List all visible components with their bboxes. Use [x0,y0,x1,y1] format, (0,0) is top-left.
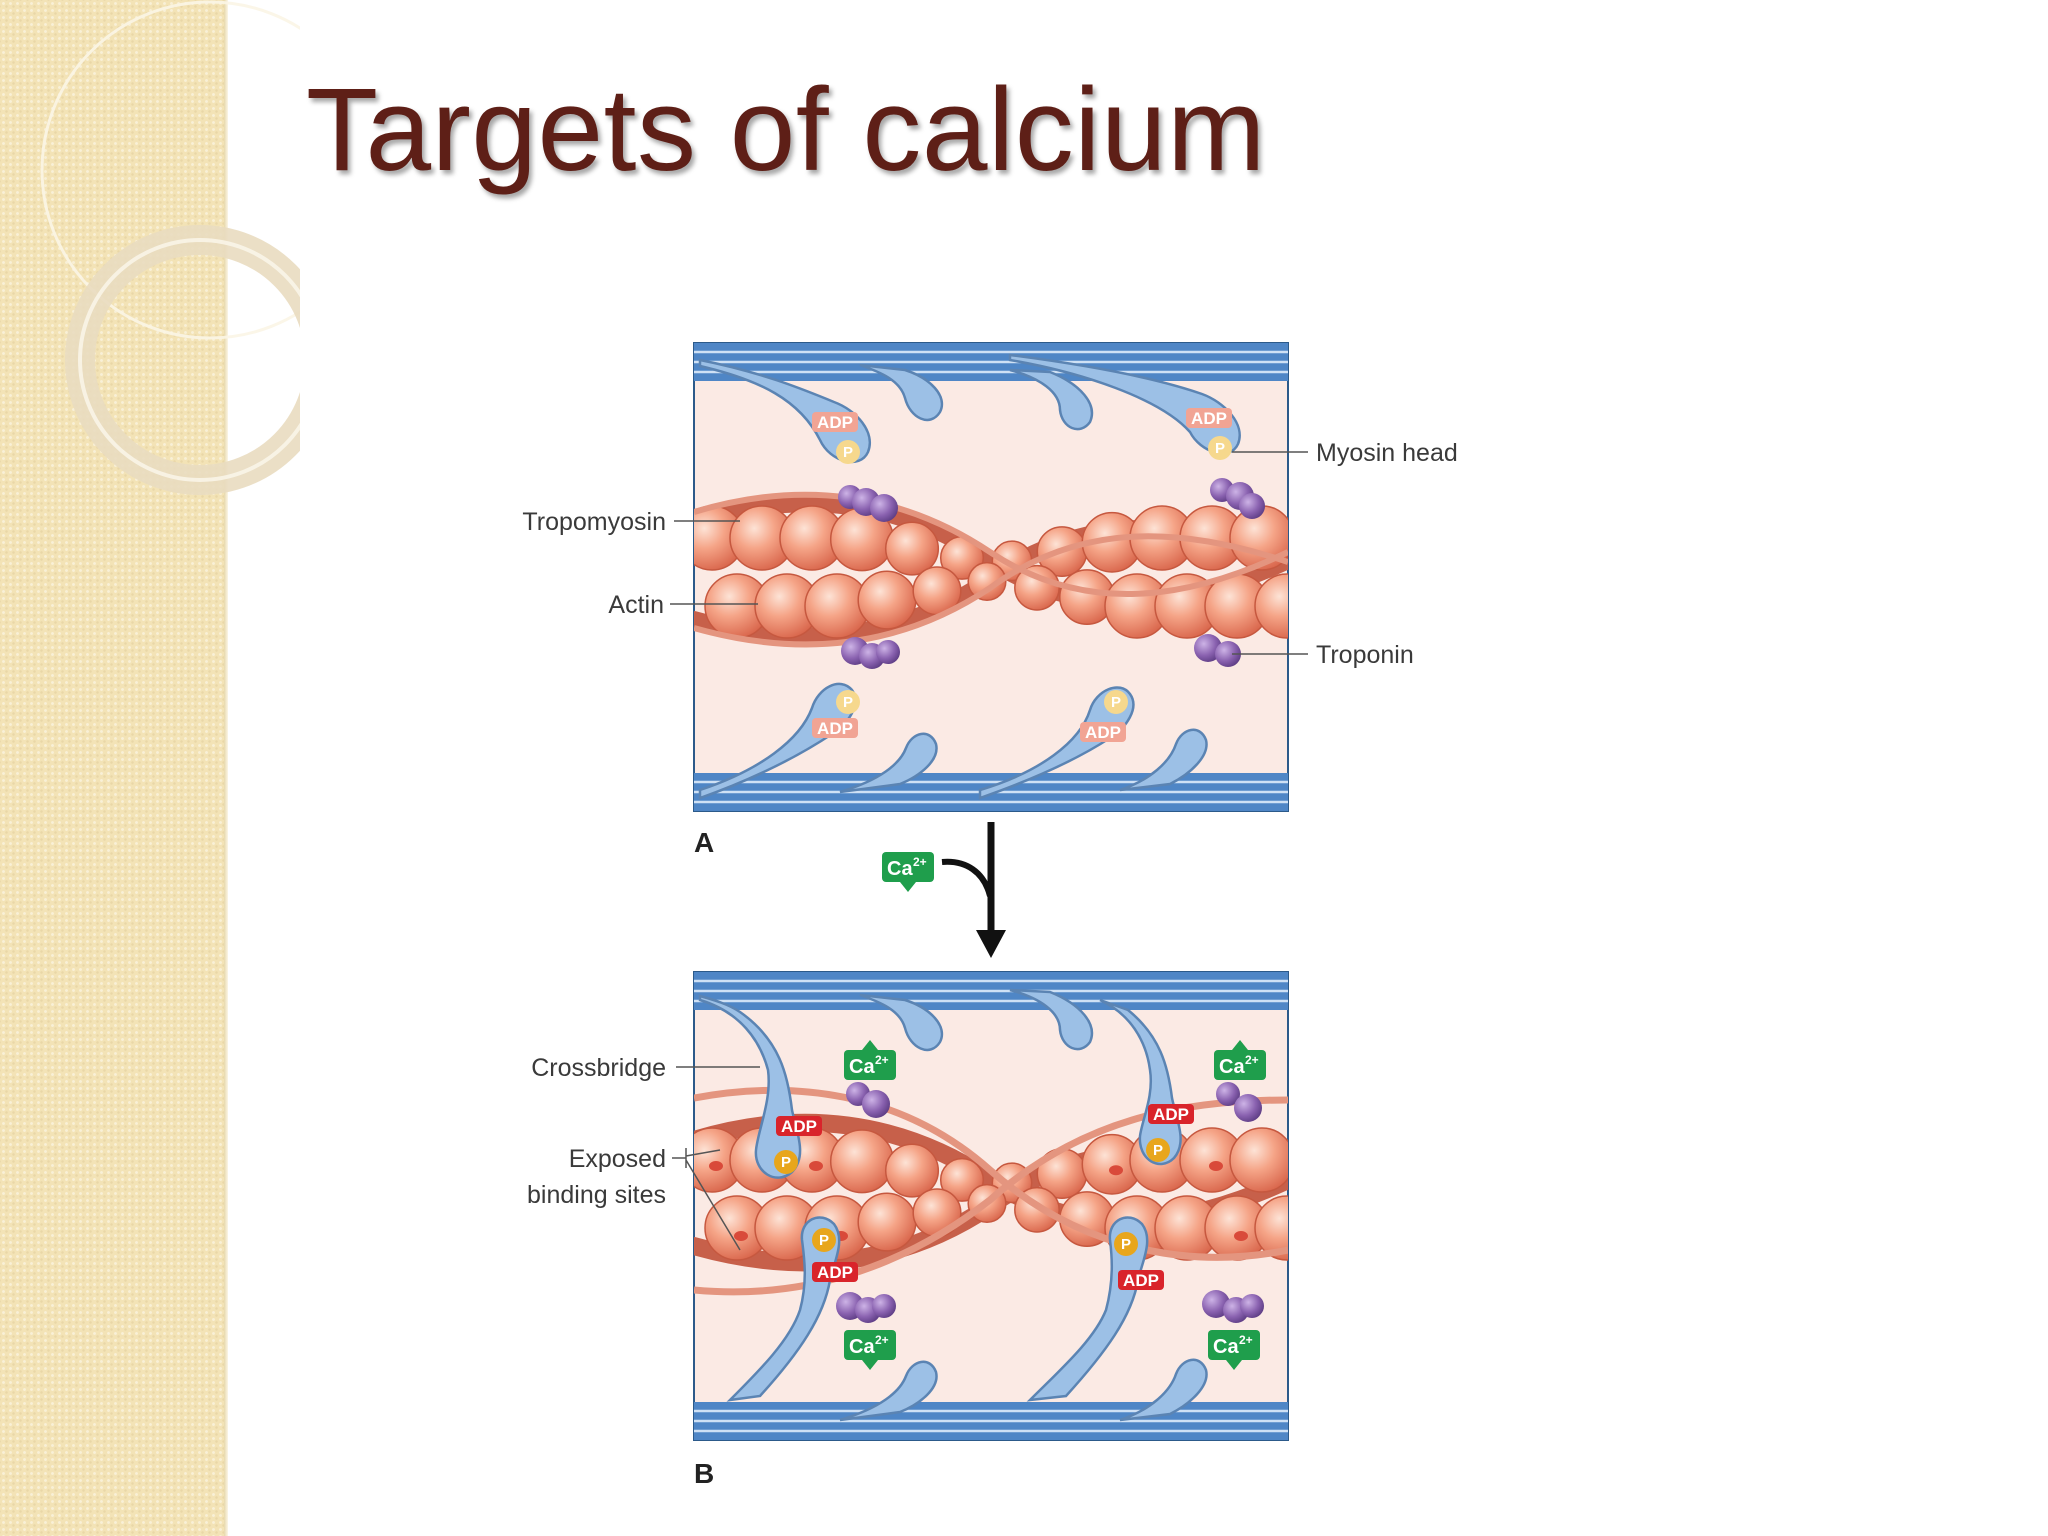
exposed-binding-site [809,1161,823,1171]
svg-text:P: P [1111,694,1121,711]
svg-text:2+: 2+ [913,855,927,869]
panel-a: ADP P ADP P P ADP P ADP [693,342,1289,812]
label-exposed: Exposed [569,1145,666,1173]
svg-text:ADP: ADP [1191,409,1227,428]
actin-monomer [1254,573,1288,639]
svg-text:P: P [1153,1142,1163,1159]
adp-p-tags-a: ADP P ADP P P ADP P ADP [812,408,1232,742]
panel-label-b: B [694,1458,714,1489]
label-troponin: Troponin [1316,641,1414,669]
label-actin: Actin [608,591,664,619]
svg-text:2+: 2+ [875,1333,889,1347]
exposed-binding-site [734,1231,748,1241]
actin-monomer [857,570,917,630]
svg-text:Ca: Ca [849,1056,875,1078]
panel-label-a: A [694,827,714,858]
ca-ion-tag: Ca 2+ [882,852,934,892]
decorative-rings [40,0,300,495]
svg-text:P: P [819,1232,829,1249]
svg-text:Ca: Ca [1213,1336,1239,1358]
thick-filament-bottom-b [694,1402,1288,1440]
labels-panel-b: Crossbridge Exposed binding sites B [527,1054,760,1489]
exposed-binding-site [1109,1165,1123,1176]
actin-monomer [1229,1127,1288,1193]
svg-text:ADP: ADP [1085,723,1121,742]
svg-text:ADP: ADP [817,719,853,738]
svg-text:2+: 2+ [1239,1333,1253,1347]
actin-monomer [1014,564,1060,611]
exposed-binding-site [1209,1161,1223,1171]
svg-text:P: P [1121,1236,1131,1253]
sidebar-edge [224,0,228,1536]
svg-text:2+: 2+ [1245,1053,1259,1067]
actin-monomer [857,1192,917,1252]
labels-panel-a: Myosin head Tropomyosin Actin Troponin A [522,439,1457,858]
svg-text:P: P [781,1154,791,1171]
svg-text:Ca: Ca [1219,1056,1245,1078]
exposed-binding-site [1234,1231,1248,1241]
actin-monomer [884,1143,940,1198]
svg-text:2+: 2+ [875,1053,889,1067]
troponin-complexes-a [838,478,1265,669]
adp-p-tags-b: ADP P ADP P P ADP P ADP [774,1104,1194,1290]
svg-text:ADP: ADP [1153,1105,1189,1124]
svg-text:Ca: Ca [887,858,913,880]
actin-monomer [884,521,940,576]
exposed-binding-site [709,1161,723,1171]
label-crossbridge: Crossbridge [531,1054,666,1082]
thin-filament-a [694,491,1288,648]
calcium-arrow: Ca 2+ [882,822,1006,958]
label-myosin-head: Myosin head [1316,439,1458,467]
svg-text:P: P [843,444,853,461]
svg-text:P: P [1215,440,1225,457]
svg-text:ADP: ADP [817,1263,853,1282]
thick-filament-top [694,343,1288,381]
svg-text:P: P [843,694,853,711]
actin-monomer [1254,1195,1288,1261]
slide-title: Targets of calcium [306,64,1266,196]
thick-filament-top-b [694,972,1288,1010]
actin-monomer [829,1129,895,1194]
svg-text:ADP: ADP [1123,1271,1159,1290]
svg-text:ADP: ADP [781,1117,817,1136]
svg-text:ADP: ADP [817,413,853,432]
svg-text:Ca: Ca [849,1336,875,1358]
label-binding-sites: binding sites [527,1181,666,1209]
label-tropomyosin: Tropomyosin [522,508,666,536]
sidebar-background [0,0,226,1536]
myosin-heads-bottom [698,682,1208,800]
actin-monomer [967,561,1007,602]
troponin-complexes-b [836,1082,1264,1323]
